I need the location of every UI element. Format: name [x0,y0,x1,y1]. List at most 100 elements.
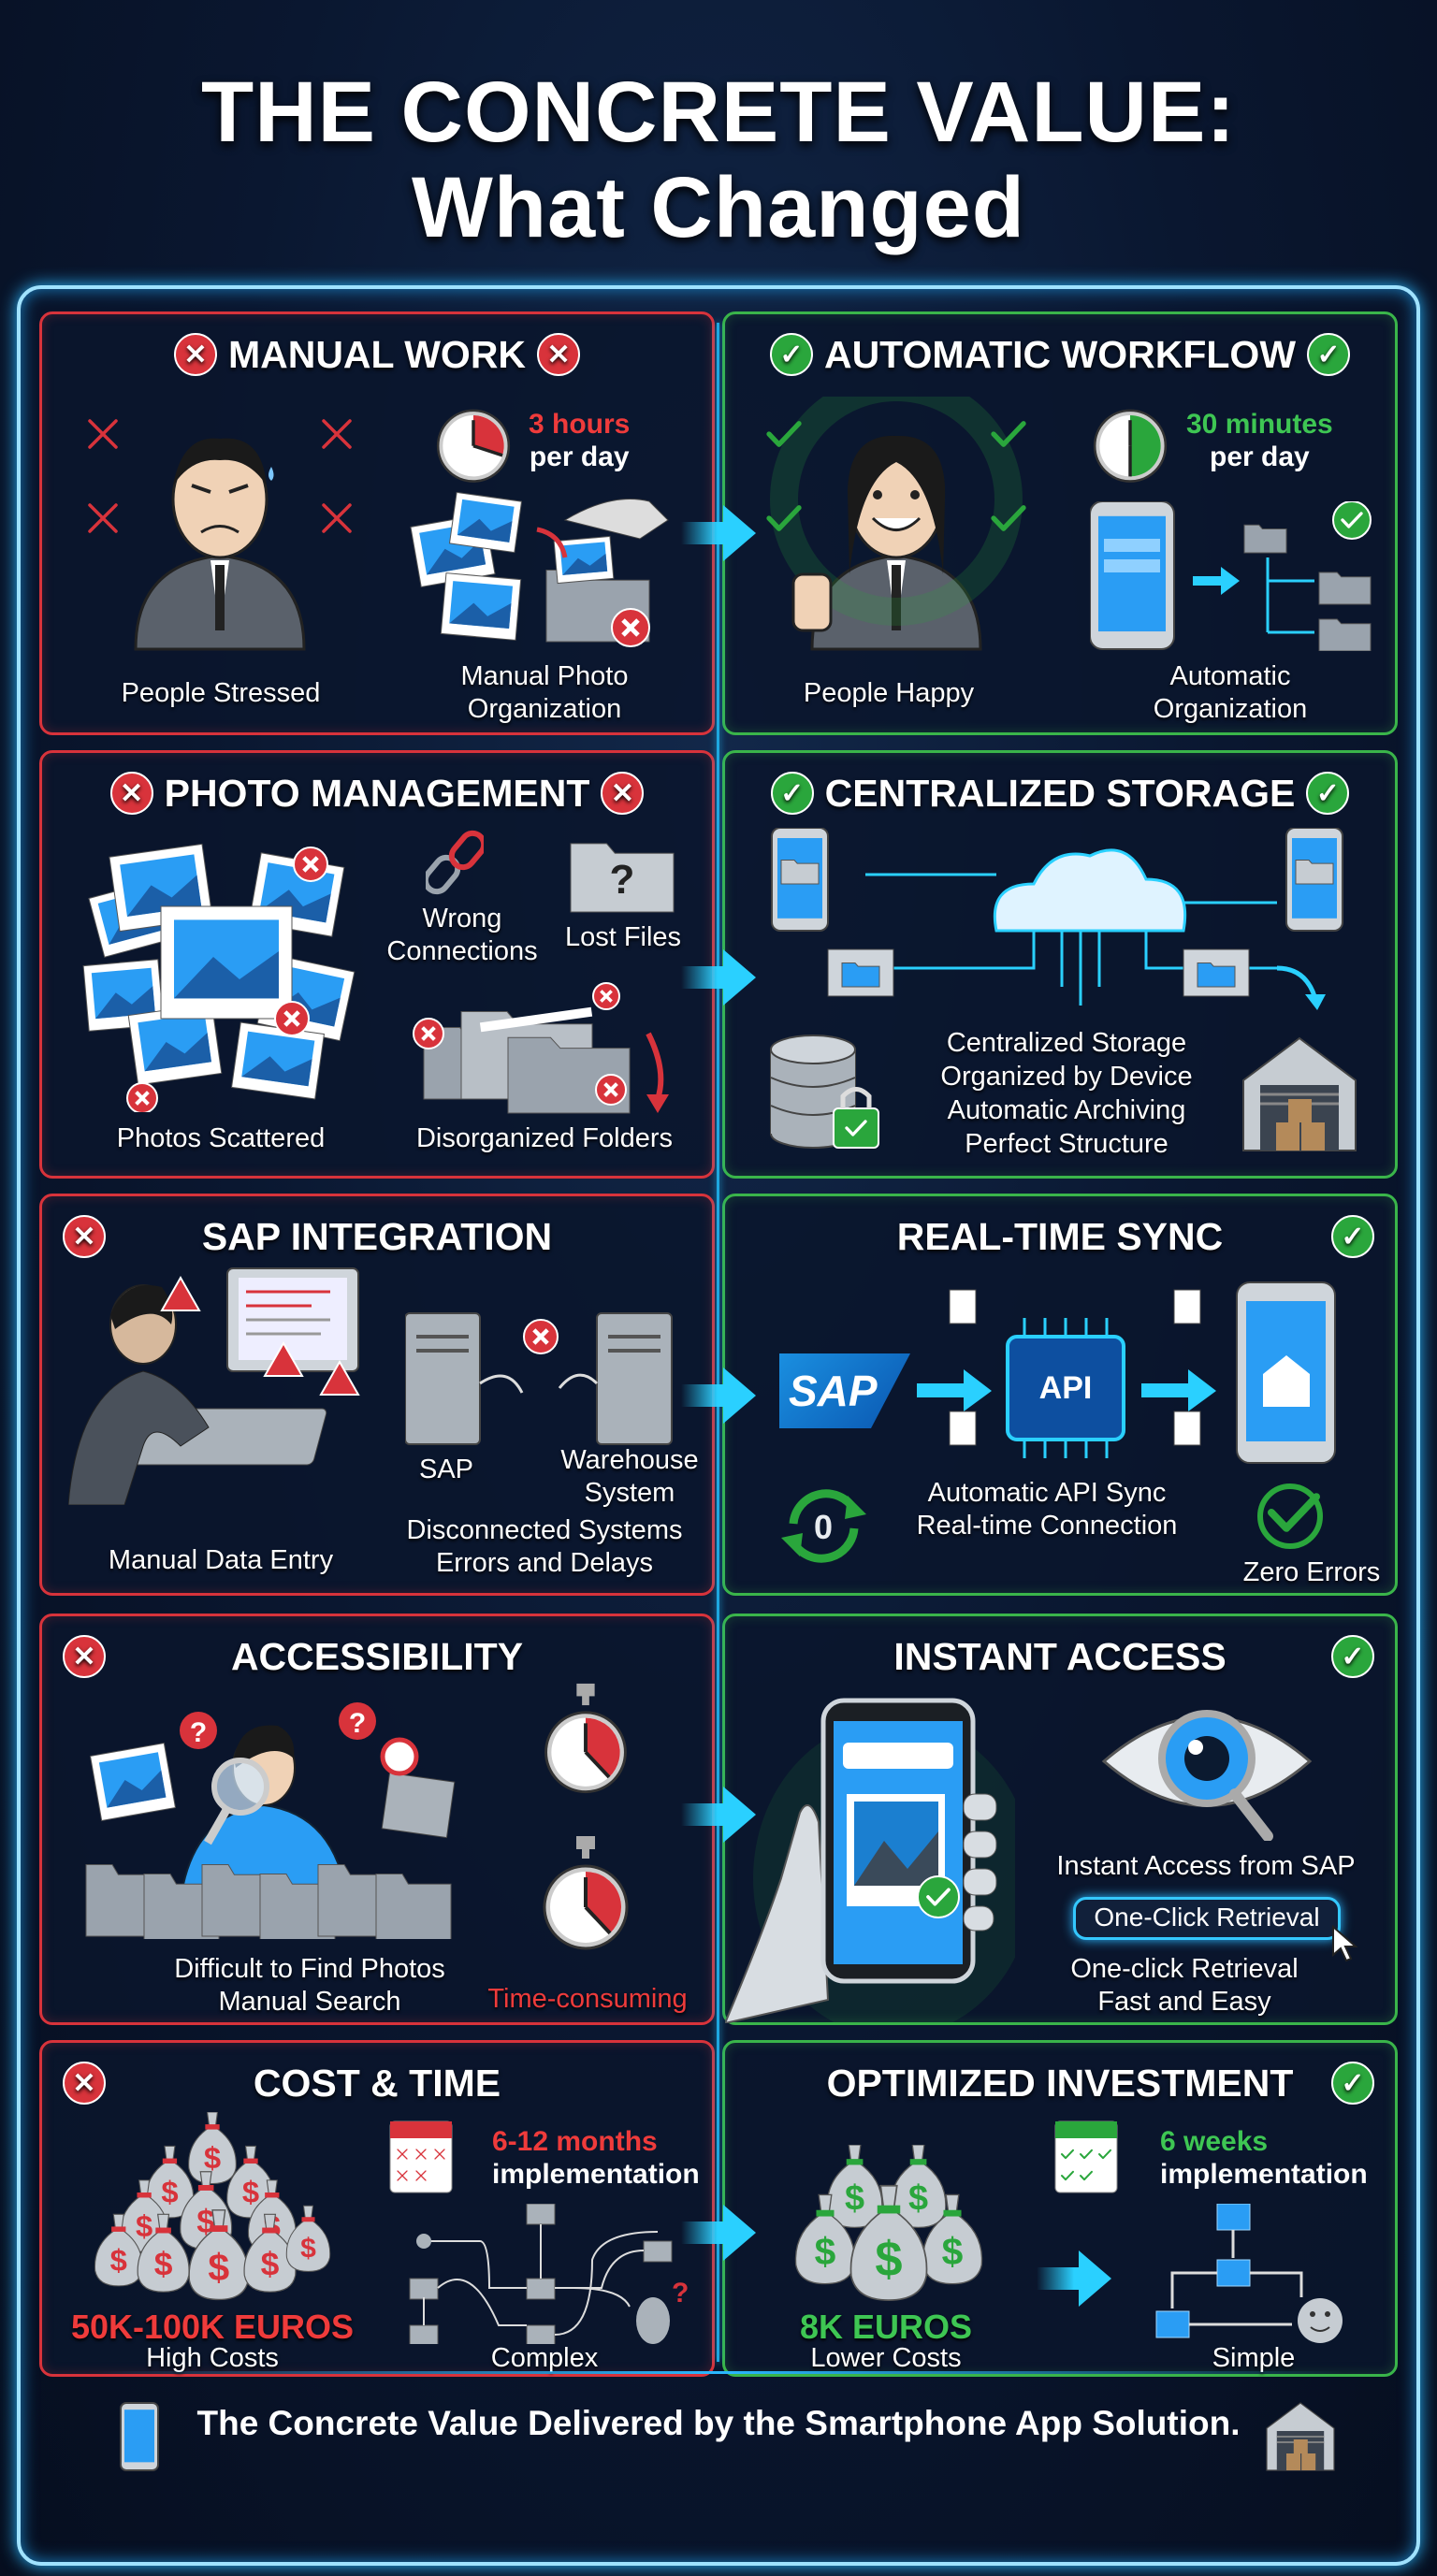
svg-text:$: $ [261,2245,280,2282]
api-chip-label: API [1038,1370,1093,1406]
calendar-icon [388,2112,454,2194]
check-icon: ✓ [1331,2062,1374,2105]
caption: Simple [1212,2343,1296,2373]
warehouse-icon [1261,2399,1340,2474]
caption: Manual Data Entry [108,1545,334,1575]
svg-text:$: $ [845,2178,864,2218]
optimized-investment-panel: OPTIMIZED INVESTMENT✓ $$$$$ 8K EUROS Low… [722,2040,1398,2377]
caption: Zero Errors [1242,1557,1381,1587]
stopwatch-icon [528,1830,643,1970]
caption: Instant Access from SAP [1056,1851,1356,1881]
caption: Centralized Storage [946,1028,1187,1058]
check-icon: ✓ [1331,1215,1374,1258]
phone-to-folders-icon [1090,501,1375,651]
svg-text:$: $ [208,2246,229,2289]
panel-title: CENTRALIZED STORAGE [824,771,1296,815]
caption: High Costs [146,2343,279,2373]
svg-text:$: $ [204,2140,221,2175]
caption: Complex [490,2343,599,2373]
svg-text:0: 0 [814,1508,833,1546]
simple-flowchart-icon [1152,2204,1357,2344]
svg-text:$: $ [942,2230,964,2273]
caption: Automatic API Sync [927,1478,1167,1508]
check-icon: ✓ [769,333,813,376]
arrow-right-icon [681,2205,756,2261]
arrow-right-icon [681,1787,756,1843]
caption: Lost Files [564,922,682,952]
caption: Disconnected Systems [406,1515,683,1545]
caption: Difficult to Find Photos [174,1954,445,1984]
accessibility-panel: ✕ACCESSIBILITY ?? Difficult to Find Phot… [39,1614,715,2025]
check-icon: ✓ [770,772,814,815]
panel-header: ✓AUTOMATIC WORKFLOW✓ [725,329,1395,380]
automatic-workflow-panel: ✓AUTOMATIC WORKFLOW✓ People Happy 30 min… [722,311,1398,735]
smartphone-icon [120,2402,159,2471]
x-icon: ✕ [63,2062,106,2105]
check-icon: ✓ [1307,333,1351,376]
time-unit: per day [529,441,630,472]
arrow-right-icon [681,1368,756,1424]
caption: Lower Costs [810,2343,962,2373]
caption: Disorganized Folders [415,1123,674,1153]
caption: Errors and Delays [435,1548,654,1578]
x-icon: ✕ [173,333,217,376]
one-click-retrieval-button[interactable]: One-Click Retrieval [1073,1897,1341,1940]
panel-title: INSTANT ACCESS [893,1634,1227,1678]
scattered-photos-icon [77,832,372,1112]
panel-header: REAL-TIME SYNC✓ [725,1211,1395,1262]
duration-label: implementation [492,2159,700,2190]
caption: Organized by Device [940,1062,1193,1092]
arrow-right-icon [681,949,756,1006]
sap-api-sync-diagram [762,1271,1361,1468]
x-icon: ✕ [63,1635,106,1678]
panel-header: ✕MANUAL WORK✕ [42,329,712,380]
cursor-icon [1331,1925,1359,1962]
x-icon: ✕ [537,333,581,376]
money-bags-icon: $$$$$ [791,2145,987,2304]
panel-header: OPTIMIZED INVESTMENT ✓ [725,2058,1395,2108]
caption: People Happy [803,678,975,708]
sync-icon: 0 [775,1477,873,1575]
svg-text:$: $ [242,2175,259,2209]
arrow-right-icon [1037,2250,1111,2307]
time-unit: per day [1210,441,1310,472]
duration-value: 6 weeks [1160,2126,1269,2157]
caption: Organization [1153,694,1308,724]
svg-text:?: ? [672,2278,689,2308]
caption: Fast and Easy [1097,1987,1271,2017]
panel-title: SAP INTEGRATION [201,1214,553,1258]
caption: People Stressed [121,678,321,708]
instant-access-panel: INSTANT ACCESS✓ Instant Access from SAP … [722,1614,1398,2025]
svg-text:?: ? [349,1708,366,1739]
calendar-icon [1053,2112,1119,2194]
happy-person-icon [756,397,1037,658]
caption: Organization [467,694,622,724]
searching-person-icon: ?? [77,1693,462,1939]
clock-icon [1090,404,1170,485]
caption: Wrong [422,904,502,933]
footer-divider [94,2371,1343,2374]
cloud-network-icon [753,828,1371,1015]
centralized-storage-panel: ✓CENTRALIZED STORAGE✓ Centralized Storag… [722,750,1398,1179]
panel-header: INSTANT ACCESS✓ [725,1631,1395,1682]
caption: One-click Retrieval [1070,1954,1299,1984]
caption: Automatic Archiving [947,1095,1186,1125]
arrow-right-icon [681,505,756,561]
panel-header: ✕ACCESSIBILITY [42,1631,712,1682]
svg-text:$: $ [875,2233,902,2287]
panel-title: AUTOMATIC WORKFLOW [823,332,1297,376]
panel-header: ✕COST & TIME [42,2058,712,2108]
caption: Connections [386,936,538,966]
svg-text:?: ? [190,1717,207,1748]
photo-management-panel: ✕PHOTO MANAGEMENT✕ Photos Scattered Wron… [39,750,715,1179]
caption: SAP [418,1454,474,1484]
clock-icon [433,404,514,485]
svg-text:$: $ [815,2230,836,2273]
panel-header: ✕SAP INTEGRATION [42,1211,712,1262]
panel-title: OPTIMIZED INVESTMENT [826,2061,1294,2105]
svg-text:$: $ [136,2208,152,2243]
duration-value: 6-12 months [492,2126,658,2157]
svg-text:$: $ [161,2175,178,2209]
caption: Photos Scattered [116,1123,326,1153]
stressed-person-icon [80,397,360,658]
